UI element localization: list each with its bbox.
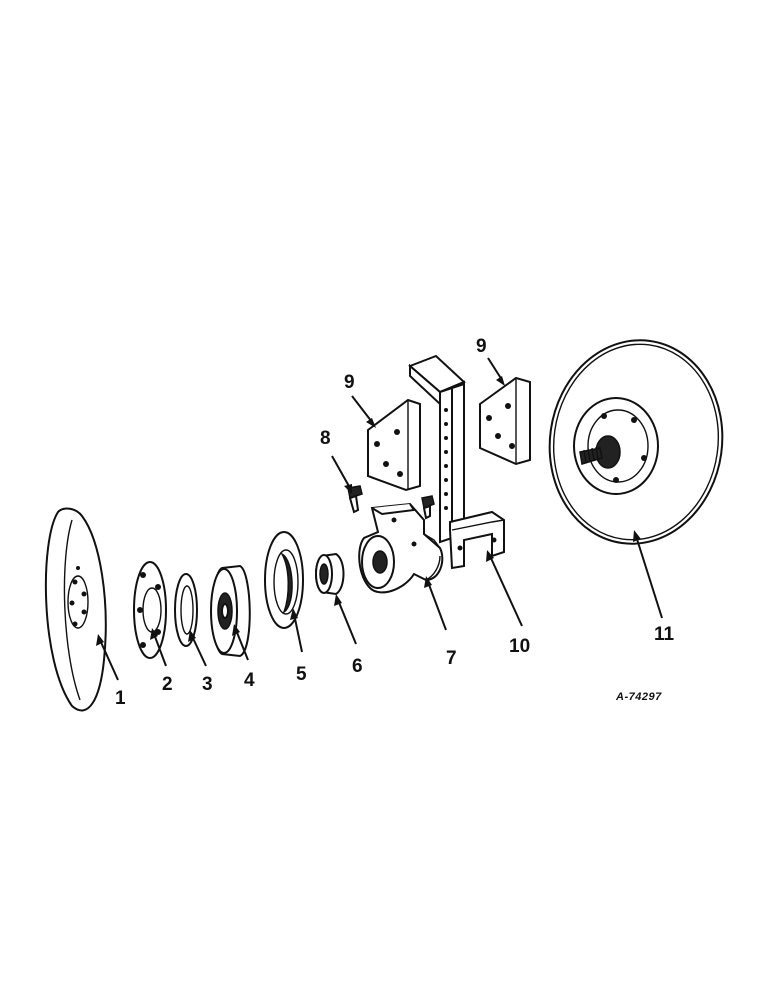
part-1-disc-blade (44, 507, 107, 712)
callout-10: 10 (509, 636, 530, 657)
callout-4: 4 (244, 670, 255, 691)
part-2-flange-plate (133, 561, 167, 659)
part-9-plate-left (367, 398, 421, 492)
part-4-bearing (210, 564, 251, 658)
callout-11: 11 (654, 624, 675, 645)
callout-8: 8 (320, 428, 331, 449)
callout-1: 1 (115, 688, 126, 709)
part-11-disc-assembly (548, 339, 724, 545)
callout-6: 6 (352, 656, 363, 677)
part-3-washer (174, 573, 198, 647)
callout-labels: 1 2 3 4 5 6 7 8 9 9 10 11 A-74297 (115, 336, 675, 709)
drawing-code: A-74297 (615, 691, 662, 703)
leader-lines (96, 357, 663, 681)
callout-2: 2 (162, 674, 173, 695)
callout-9-left: 9 (344, 372, 355, 393)
callout-9-right: 9 (476, 336, 487, 357)
part-10-shank (408, 354, 505, 570)
part-6-seal-ring (315, 552, 345, 596)
callout-5: 5 (296, 664, 307, 685)
part-7-bearing-bracket (358, 502, 444, 594)
part-9-plate-right (479, 376, 531, 466)
callout-3: 3 (202, 674, 213, 695)
callout-7: 7 (446, 648, 457, 669)
part-5-seal-housing (264, 531, 304, 629)
